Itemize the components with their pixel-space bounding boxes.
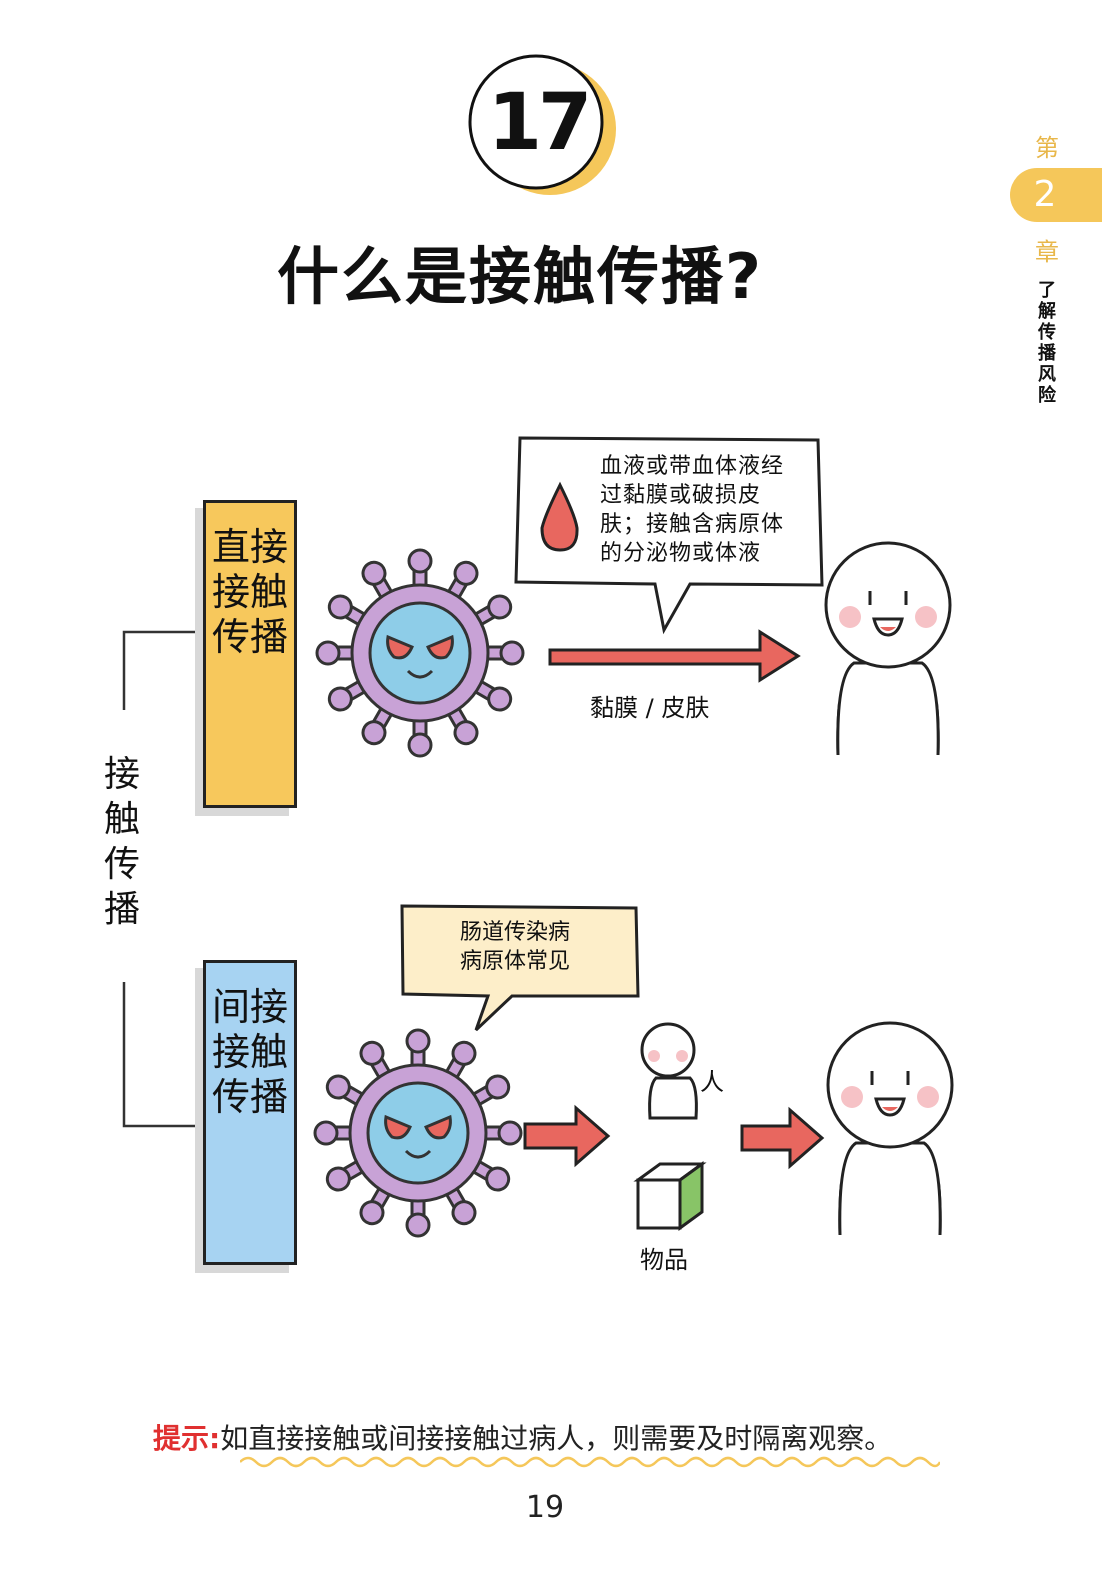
- arrow-icon: [740, 1106, 825, 1170]
- chapter-name: 了解传播风险: [1038, 280, 1056, 406]
- chapter-tab: [1010, 168, 1102, 222]
- speech-bubble-1-text: 血液或带血体液经 过黏膜或破损皮 肤；接触含病原体 的分泌物或体液: [600, 454, 785, 566]
- page-title: 什么是接触传播?: [277, 240, 763, 313]
- virus-icon: [315, 1030, 521, 1236]
- tip: 提示:如直接接触或间接接触过病人，则需要及时隔离观察。: [153, 1417, 892, 1457]
- speech-bubble-2: [400, 904, 640, 1032]
- box-icon: [633, 1161, 707, 1231]
- page-number: 19: [525, 1490, 565, 1525]
- chapter-number: 2: [1033, 174, 1057, 215]
- intermediate-person-label: 人: [700, 1068, 724, 1096]
- section-number: 17: [487, 78, 593, 168]
- direct-contact-label: 直接接触传播: [203, 500, 297, 808]
- indirect-contact-label: 间接接触传播: [203, 960, 297, 1265]
- blood-drop-icon: [540, 481, 579, 552]
- person-icon: [824, 541, 952, 757]
- wave-underline: [240, 1456, 940, 1468]
- intermediate-object-label: 物品: [640, 1246, 688, 1274]
- direct-arrow-label: 黏膜 / 皮肤: [590, 694, 710, 722]
- virus-icon: [317, 550, 523, 756]
- small-person-icon: [640, 1022, 698, 1120]
- tree-bracket: [122, 630, 198, 1128]
- chapter-suffix: 章: [1035, 238, 1059, 266]
- speech-bubble-1: [514, 436, 824, 635]
- person-icon: [826, 1021, 954, 1237]
- chapter-prefix: 第: [1035, 134, 1059, 162]
- section-badge: [468, 54, 616, 195]
- tip-text: 如直接接触或间接接触过病人，则需要及时隔离观察。: [220, 1422, 893, 1455]
- speech-bubble-2-text: 肠道传染病 病原体常见: [459, 920, 570, 974]
- root-label: 接触传播: [103, 754, 140, 930]
- arrow-icon: [548, 629, 801, 683]
- tip-label: 提示:: [153, 1422, 221, 1455]
- arrow-icon: [523, 1104, 611, 1168]
